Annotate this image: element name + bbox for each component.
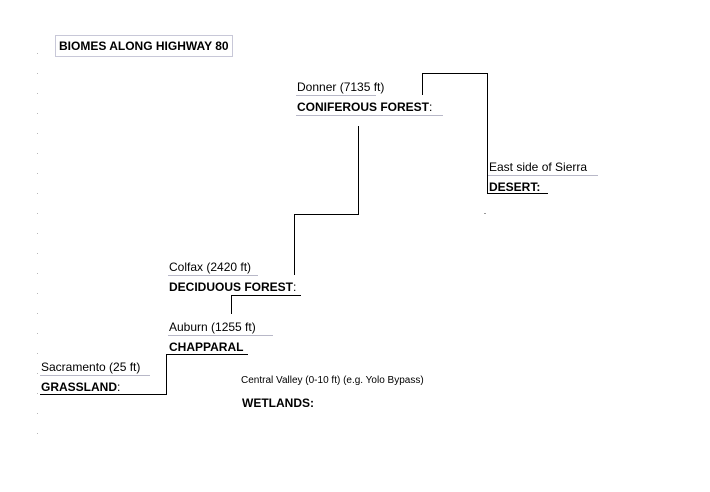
location-colfax: Colfax (2420 ft) — [169, 260, 252, 274]
biome-desert-name: DESERT: — [489, 180, 541, 194]
location-east-sierra: East side of Sierra — [489, 160, 588, 174]
label-underlines — [40, 95, 598, 376]
step-auburn-colfax — [231, 295, 301, 314]
biome-chapparal: CHAPPARAL — [169, 340, 243, 354]
staircase — [40, 73, 548, 395]
step-colfax-donner — [294, 126, 359, 275]
step-sacramento-auburn — [40, 354, 248, 395]
biome-deciduous-forest-colon: : — [293, 280, 297, 294]
biome-chapparal-name: CHAPPARAL — [169, 340, 244, 354]
step-donner-desert — [422, 73, 548, 194]
margin-dots — [37, 53, 38, 434]
location-sacramento: Sacramento (25 ft) — [41, 360, 141, 374]
biome-wetlands-name: WETLANDS: — [242, 396, 314, 410]
biome-wetlands: WETLANDS: — [242, 396, 314, 410]
small-mark — [484, 213, 486, 214]
biome-coniferous-forest-colon: : — [429, 100, 433, 114]
diagram-title: BIOMES ALONG HIGHWAY 80 — [55, 35, 233, 57]
biome-grassland: GRASSLAND: — [41, 380, 120, 394]
biome-grassland-name: GRASSLAND — [41, 380, 118, 394]
biome-coniferous-forest-name: CONIFEROUS FOREST — [297, 100, 430, 114]
location-auburn: Auburn (1255 ft) — [169, 320, 256, 334]
location-donner: Donner (7135 ft) — [297, 80, 385, 94]
biome-deciduous-forest: DECIDUOUS FOREST: — [169, 280, 296, 294]
biome-grassland-colon: : — [117, 380, 121, 394]
biome-coniferous-forest: CONIFEROUS FOREST: — [297, 100, 432, 114]
biome-desert: DESERT: — [489, 180, 540, 194]
location-central-valley: Central Valley (0-10 ft) (e.g. Yolo Bypa… — [241, 375, 424, 386]
biome-deciduous-forest-name: DECIDUOUS FOREST — [169, 280, 294, 294]
